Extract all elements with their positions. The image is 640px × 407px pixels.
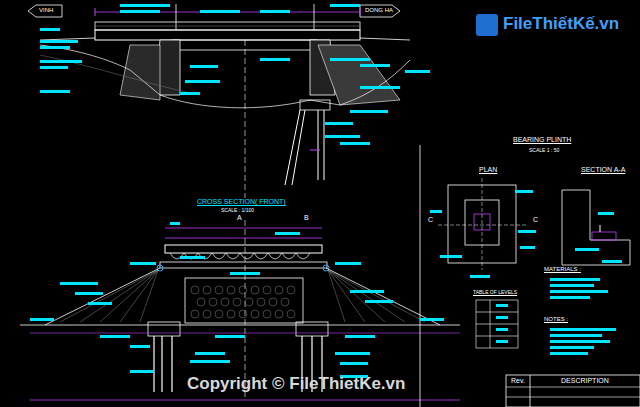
note-bar bbox=[335, 352, 370, 355]
note-bar bbox=[602, 260, 622, 263]
title-block-cell: DESCRIPTION bbox=[560, 377, 610, 385]
note-bar bbox=[420, 318, 444, 321]
logo-text: FileThiếtKế.vn bbox=[502, 15, 620, 34]
note-bar bbox=[40, 60, 82, 63]
note-bar bbox=[120, 10, 160, 13]
note-bar bbox=[340, 362, 368, 365]
note-bar bbox=[195, 352, 225, 355]
note-bar bbox=[30, 318, 54, 321]
note-bar bbox=[170, 222, 180, 225]
note-bar bbox=[550, 284, 594, 287]
note-bar bbox=[215, 335, 245, 338]
note-bar bbox=[496, 316, 508, 319]
note-bar bbox=[190, 360, 230, 363]
note-bar bbox=[340, 142, 370, 145]
note-bar bbox=[550, 278, 600, 281]
note-bar bbox=[260, 58, 290, 61]
watermark: Copyright © FileThietKe.vn bbox=[186, 375, 406, 394]
note-bar bbox=[496, 328, 508, 331]
note-heading: MATERIALS : bbox=[543, 266, 582, 273]
note-bar bbox=[130, 345, 150, 348]
note-bar bbox=[550, 296, 590, 299]
scale-note: SCALE 1 : 50 bbox=[528, 148, 560, 154]
view-title: CROSS SECTION( FRONT) bbox=[196, 198, 287, 206]
view-title: PLAN bbox=[478, 166, 498, 174]
note-bar bbox=[350, 110, 388, 113]
note-bar bbox=[260, 10, 290, 13]
note-bar bbox=[130, 370, 154, 373]
title-block-cell: Rev. bbox=[510, 377, 526, 385]
note-bar bbox=[575, 248, 599, 251]
view-title: BEARING PLINTH bbox=[512, 136, 572, 144]
note-bar bbox=[200, 10, 240, 13]
note-heading: NOTES : bbox=[543, 316, 569, 323]
note-bar bbox=[350, 290, 384, 293]
note-bar bbox=[550, 346, 594, 349]
note-bar bbox=[325, 135, 360, 138]
note-bar bbox=[430, 210, 442, 213]
note-bar bbox=[75, 292, 103, 295]
table-title: TABLE OF LEVELS bbox=[472, 290, 518, 296]
note-bar bbox=[88, 302, 112, 305]
section-mark: C bbox=[427, 216, 434, 224]
note-bar bbox=[185, 80, 220, 83]
note-bar bbox=[40, 46, 70, 49]
view-title: SECTION A-A bbox=[580, 166, 626, 174]
note-bar bbox=[520, 246, 535, 249]
note-bar bbox=[470, 275, 490, 278]
note-bar bbox=[550, 340, 610, 343]
note-bar bbox=[518, 230, 536, 233]
note-bar bbox=[100, 335, 130, 338]
note-bar bbox=[330, 4, 360, 7]
note-bar bbox=[515, 190, 533, 193]
note-bar bbox=[550, 334, 602, 337]
note-bar bbox=[180, 256, 205, 259]
note-bar bbox=[190, 65, 218, 68]
note-bar bbox=[365, 300, 393, 303]
note-bar bbox=[550, 290, 608, 293]
note-bar bbox=[40, 40, 78, 43]
scale-note: SCALE : 1/100 bbox=[220, 208, 255, 214]
note-bar bbox=[335, 262, 361, 265]
note-bar bbox=[405, 70, 430, 73]
section-mark: A bbox=[236, 214, 243, 222]
note-bar bbox=[180, 92, 200, 95]
direction-label: DONG HA bbox=[364, 7, 394, 14]
note-bar bbox=[230, 272, 260, 275]
section-mark: C bbox=[532, 216, 539, 224]
note-bar bbox=[345, 335, 375, 338]
direction-label: VINH bbox=[38, 7, 54, 14]
note-bar bbox=[440, 255, 462, 258]
note-bar bbox=[360, 86, 400, 89]
note-bar bbox=[275, 232, 300, 235]
note-bar bbox=[550, 352, 588, 355]
note-bar bbox=[130, 262, 156, 265]
note-bar bbox=[60, 282, 98, 285]
section-mark: B bbox=[303, 214, 310, 222]
note-bar bbox=[325, 122, 353, 125]
note-bar bbox=[40, 28, 60, 31]
note-bar bbox=[496, 340, 508, 343]
note-bar bbox=[120, 4, 170, 7]
note-bar bbox=[40, 66, 68, 69]
note-bar bbox=[496, 304, 508, 307]
note-bar bbox=[40, 90, 70, 93]
note-bar bbox=[550, 328, 616, 331]
note-bar bbox=[598, 212, 614, 215]
note-bar bbox=[330, 58, 370, 61]
note-bar bbox=[360, 64, 390, 67]
